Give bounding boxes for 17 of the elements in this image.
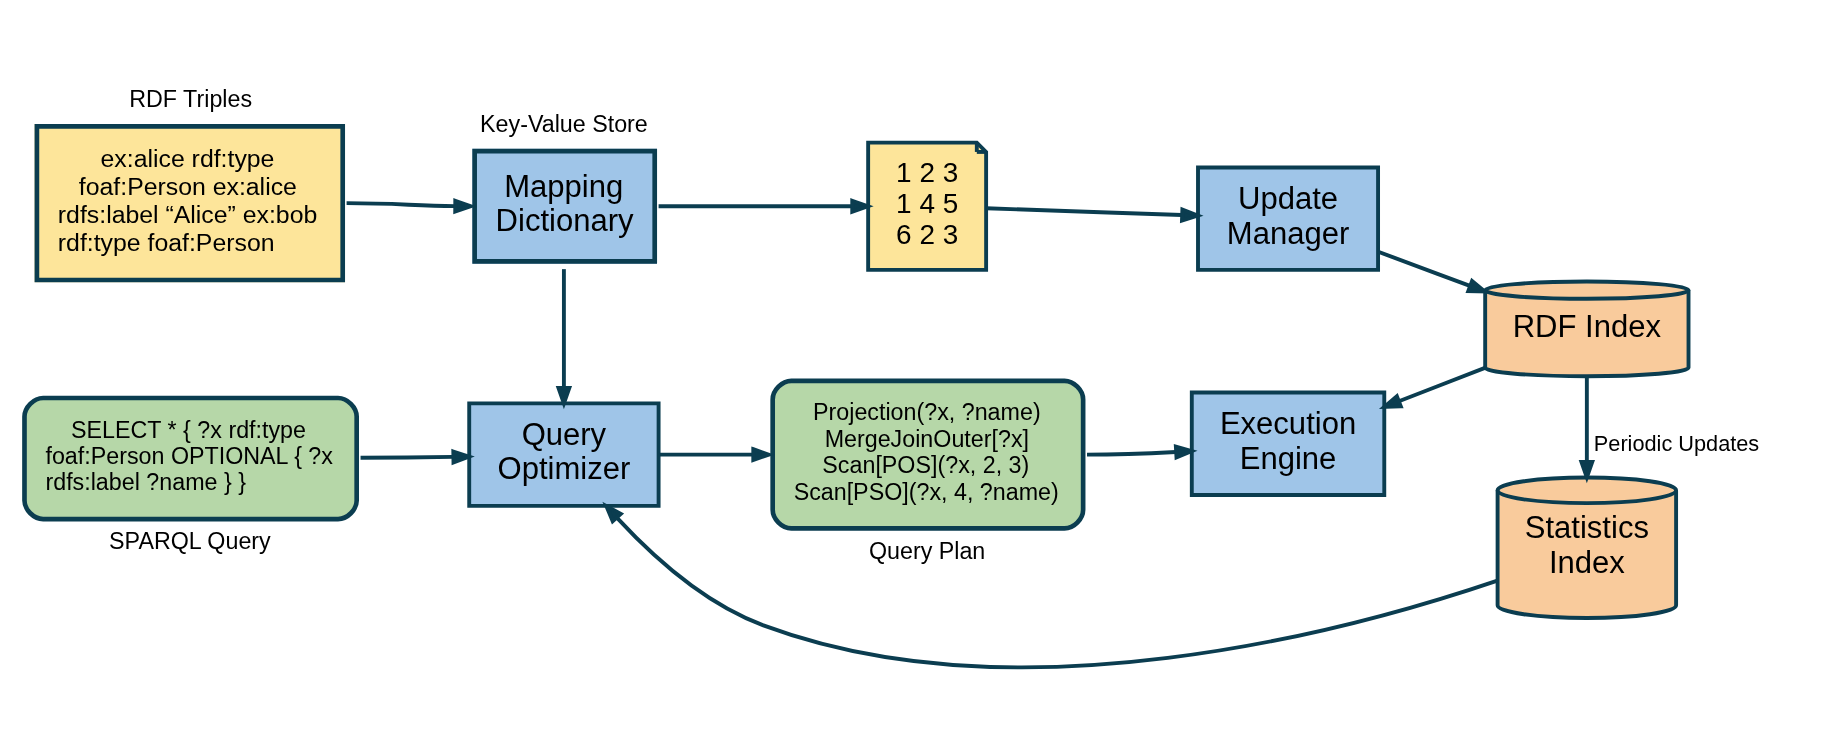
- arrow: [658, 197, 874, 214]
- arrow: [360, 448, 475, 465]
- arrow: [986, 205, 1204, 223]
- node-label: Query Plan: [868, 537, 986, 564]
- arrow: [602, 501, 1499, 669]
- node-label: SPARQL Query: [109, 527, 271, 554]
- arrow: [1087, 443, 1198, 460]
- arrow: [555, 268, 573, 409]
- node-label: Key-Value Store: [480, 110, 648, 137]
- arrow: [1377, 249, 1491, 293]
- node-box: Update Manager: [1196, 165, 1380, 272]
- node-box: Execution Engine: [1189, 390, 1387, 497]
- edge-label: Periodic Updates: [1593, 430, 1760, 456]
- arrow: [1578, 375, 1595, 483]
- node-label: RDF Triples: [129, 85, 253, 112]
- arrow: [1378, 365, 1486, 409]
- node-box: Query Optimizer: [467, 400, 661, 508]
